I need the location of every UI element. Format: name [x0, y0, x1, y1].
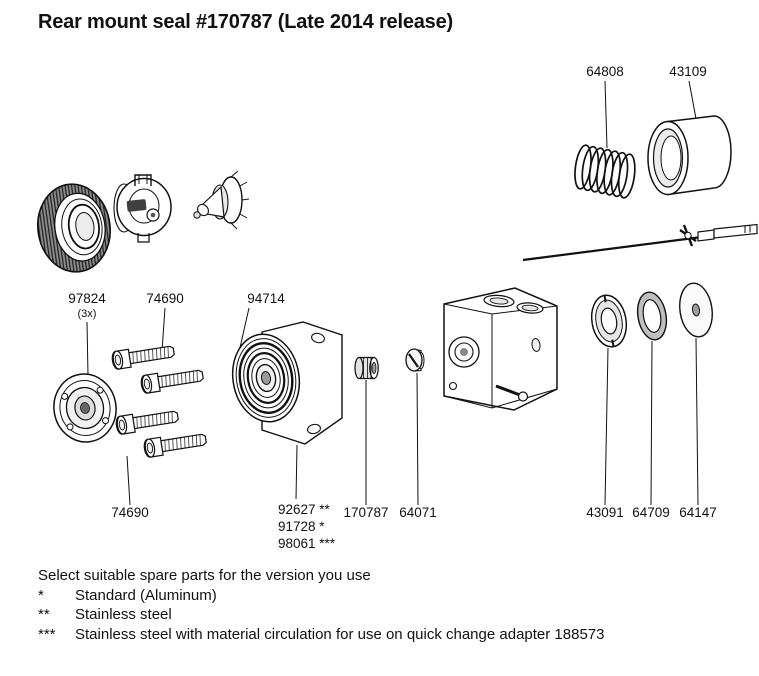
part-set-screw-64071 [405, 348, 425, 372]
part-packing-housing [231, 321, 343, 445]
part-fluid-nozzle [193, 170, 250, 230]
part-knurled-ring-nut [37, 183, 111, 273]
label-seal-ring-64709: 64709 [632, 505, 670, 520]
part-rear-seal-170787 [354, 356, 379, 380]
label-housing-stainless-92627: 92627 ** [278, 502, 331, 517]
footer-note-circulation: *** Stainless steel with material circul… [38, 625, 738, 645]
footer-note-standard: * Standard (Aluminum) [38, 586, 738, 606]
note-symbol: * [38, 586, 44, 604]
label-ring-nut-43091: 43091 [586, 505, 624, 520]
part-seal-stack-94714 [231, 333, 301, 423]
part-mounting-flange-97824 [53, 373, 117, 443]
label-screws-top-74690: 74690 [146, 291, 184, 306]
part-gun-body [443, 287, 558, 411]
label-flange-qty: (3x) [78, 308, 97, 320]
leader-lines [86, 80, 699, 506]
label-spring-64808: 64808 [586, 64, 624, 79]
label-housing-circulation-98061: 98061 *** [278, 536, 336, 551]
label-set-screw-64071: 64071 [399, 505, 437, 520]
note-symbol: *** [38, 625, 56, 643]
label-rear-seal-170787: 170787 [343, 505, 388, 520]
note-text: Standard (Aluminum) [75, 586, 217, 604]
footer-note-stainless: ** Stainless steel [38, 605, 738, 625]
note-symbol: ** [38, 606, 50, 623]
part-ring-nut-43091 [590, 294, 628, 348]
label-seal-stack-94714: 94714 [247, 291, 285, 306]
page-title: Rear mount seal #170787 (Late 2014 relea… [38, 11, 453, 33]
label-housing-standard-91728: 91728 * [278, 519, 325, 534]
part-air-distributor [113, 174, 172, 243]
label-retaining-nut-43109: 43109 [669, 64, 707, 79]
label-washer-64147: 64147 [679, 505, 717, 520]
part-spring-64808 [574, 144, 636, 199]
note-text: Stainless steel [75, 606, 172, 623]
part-washer-64147 [679, 282, 713, 338]
part-needle [522, 223, 758, 262]
part-retaining-nut-43109 [647, 115, 732, 196]
part-seal-ring-64709 [636, 291, 668, 341]
label-screws-bottom-74690: 74690 [111, 505, 149, 520]
footer-intro: Select suitable spare parts for the vers… [38, 567, 371, 584]
part-labels: 64808 43109 97824 (3x) 74690 94714 74690… [68, 64, 717, 551]
footer-notes: Select suitable spare parts for the vers… [38, 566, 738, 644]
note-text: Stainless steel with material circulatio… [75, 625, 605, 643]
part-screws-74690 [110, 341, 208, 459]
label-flange-97824: 97824 [68, 291, 106, 306]
